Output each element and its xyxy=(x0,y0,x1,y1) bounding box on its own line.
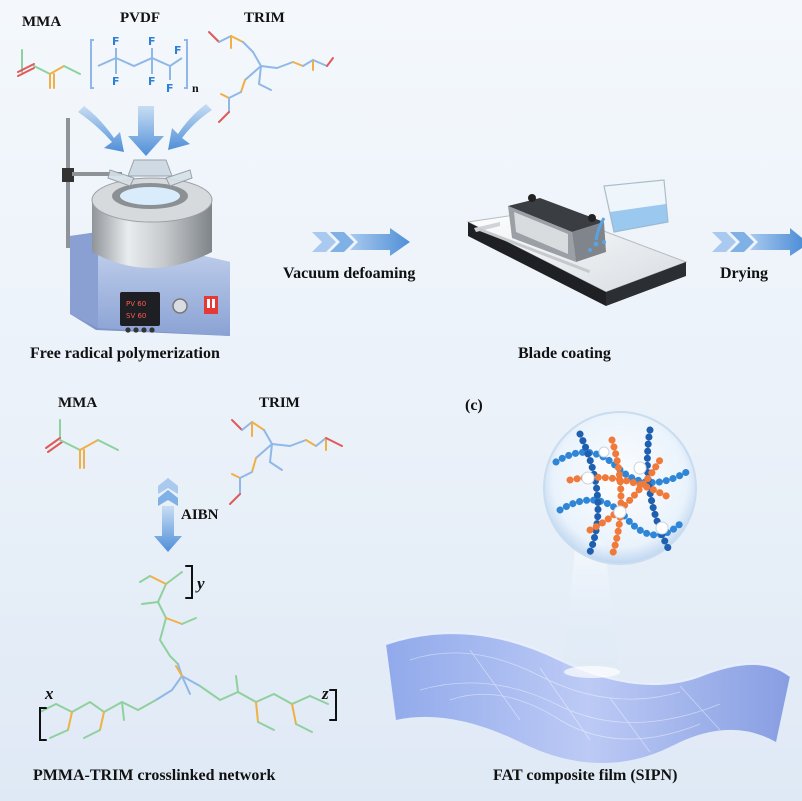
trim-label-top: TRIM xyxy=(244,10,285,26)
fluorine-atom: F xyxy=(166,82,174,95)
fluorine-atom: F xyxy=(112,35,120,48)
feed-arrows xyxy=(78,104,212,156)
network-label: PMMA-TRIM crosslinked network xyxy=(33,767,276,784)
crosslinked-network xyxy=(39,565,337,741)
mma-molecule-bottom xyxy=(45,419,119,469)
mma-label-top: MMA xyxy=(22,14,62,30)
subscript-y: y xyxy=(197,574,205,593)
trim-molecule-top xyxy=(208,31,334,123)
step-blade-label: Blade coating xyxy=(518,345,611,362)
fluorine-atom: F xyxy=(112,75,120,88)
subscript-x: x xyxy=(45,684,54,703)
step-polymerization-label: Free radical polymerization xyxy=(30,345,220,362)
subscript-z: z xyxy=(322,684,329,703)
blade-coater xyxy=(466,179,688,306)
fluorine-atom: F xyxy=(148,35,156,48)
film-label: FAT composite film (SIPN) xyxy=(493,767,678,784)
trim-molecule-bottom xyxy=(229,419,343,505)
pvdf-label: PVDF xyxy=(120,10,160,26)
fluorine-atom: F xyxy=(174,44,182,57)
step-drying-label: Drying xyxy=(720,265,768,282)
process-arrow-1 xyxy=(312,228,410,256)
mma-label-bottom: MMA xyxy=(58,395,98,411)
polymer-network-sphere xyxy=(543,411,697,565)
aibn-label: AIBN xyxy=(181,507,219,523)
trim-label-bottom: TRIM xyxy=(259,395,300,411)
heater-pv: PV 60 xyxy=(126,300,146,308)
composite-film xyxy=(385,540,791,764)
panel-c-label: (c) xyxy=(465,397,483,414)
fluorine-atom: F xyxy=(148,75,156,88)
mma-molecule-top xyxy=(17,49,81,89)
heater-sv: SV 60 xyxy=(126,312,146,320)
pvdf-repeat-n: n xyxy=(192,81,199,95)
step-vacuum-label: Vacuum defoaming xyxy=(283,265,416,282)
pvdf-molecule: F F F F F F n xyxy=(90,35,199,95)
process-arrow-2 xyxy=(712,228,802,256)
heating-mantle-reactor: PV 60 SV 60 xyxy=(62,118,230,336)
aibn-arrow xyxy=(154,478,182,552)
